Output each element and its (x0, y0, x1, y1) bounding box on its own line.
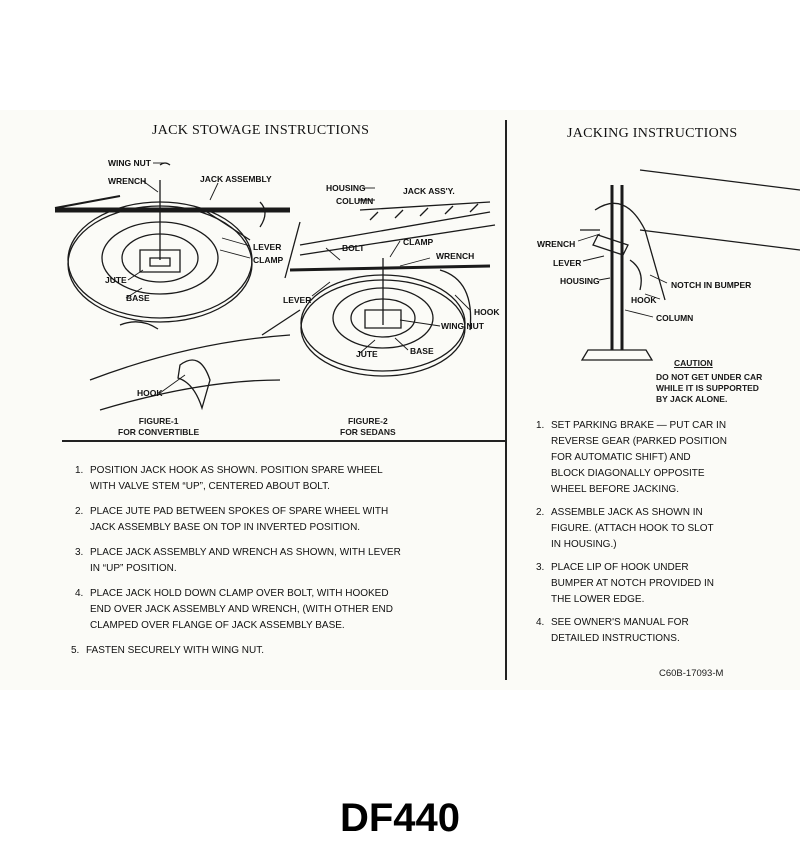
fig1-label-lever: LEVER (253, 242, 282, 252)
jack-label-housing: HOUSING (560, 276, 600, 286)
fig2-label-jute: JUTE (356, 349, 378, 359)
fig2-label-jack-assy: JACK ASS'Y. (403, 186, 455, 196)
fig1-label-base: BASE (126, 293, 150, 303)
figure1-caption: FIGURE-1 FOR CONVERTIBLE (118, 416, 200, 437)
stowage-step: 1.POSITION JACK HOOK AS SHOWN. POSITION … (75, 465, 383, 492)
fig2-label-clamp: CLAMP (403, 237, 434, 247)
fig1-label-jute: JUTE (105, 275, 127, 285)
fig2-label-column: COLUMN (336, 196, 374, 206)
caution-text: DO NOT GET UNDER CAR WHILE IT IS SUPPORT… (656, 372, 763, 404)
stowage-step: 2.PLACE JUTE PAD BETWEEN SPOKES OF SPARE… (75, 506, 389, 533)
jack-label-notch-in-bumper: NOTCH IN BUMPER (671, 280, 752, 290)
stowage-step: 3.PLACE JACK ASSEMBLY AND WRENCH AS SHOW… (75, 547, 401, 574)
jack-label-wrench: WRENCH (537, 239, 576, 249)
fig1-label-hook: HOOK (137, 388, 163, 398)
jack-label-hook: HOOK (631, 295, 657, 305)
fig2-label-wrench: WRENCH (436, 251, 475, 261)
fig1-label-jack-assembly: JACK ASSEMBLY (200, 174, 272, 184)
fig1-label-wing-nut: WING NUT (108, 158, 151, 168)
product-code: DF440 (339, 796, 461, 840)
illustrations (54, 162, 800, 411)
fig1-label-clamp: CLAMP (253, 255, 284, 265)
fig1-label-wrench: WRENCH (108, 176, 147, 186)
fig2-label-hook: HOOK (474, 307, 500, 317)
column-divider (505, 120, 507, 680)
right-heading: JACKING INSTRUCTIONS (567, 126, 738, 141)
jacking-figure-drawing (580, 169, 800, 361)
fig2-label-wing-nut: WING NUT (441, 321, 484, 331)
stowage-steps: 1.POSITION JACK HOOK AS SHOWN. POSITION … (71, 463, 401, 659)
fig2-label-bolt: BOLT (342, 243, 365, 253)
part-number: C60B-17093-M (659, 668, 724, 679)
jack-label-lever: LEVER (553, 258, 582, 268)
instruction-decal: JACK STOWAGE INSTRUCTIONS JACKING INSTRU… (0, 110, 800, 690)
figure2-wheel-drawing (261, 201, 496, 377)
figure-divider (62, 440, 505, 442)
caution-title: CAUTION (674, 358, 713, 368)
left-heading: JACK STOWAGE INSTRUCTIONS (152, 123, 370, 138)
stowage-step: 5.FASTEN SECURELY WITH WING NUT. (71, 645, 264, 656)
fig2-label-housing: HOUSING (326, 183, 366, 193)
figure1-wheel-drawing (54, 162, 291, 411)
jack-label-column: COLUMN (656, 313, 694, 323)
fig2-label-lever: LEVER (283, 295, 312, 305)
figure2-caption: FIGURE-2 FOR SEDANS (340, 416, 396, 437)
fig2-label-base: BASE (410, 346, 434, 356)
stowage-step: 4.PLACE JACK HOLD DOWN CLAMP OVER BOLT, … (75, 588, 394, 631)
